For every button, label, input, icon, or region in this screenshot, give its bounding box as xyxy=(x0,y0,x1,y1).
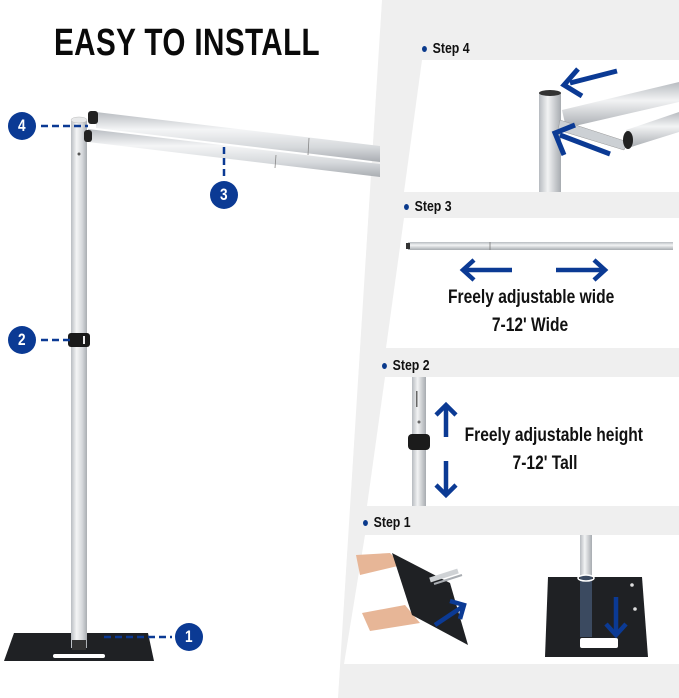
step-3-label: Step 3 xyxy=(404,198,452,215)
bullet-dot-icon xyxy=(363,519,368,526)
step-4-label: Step 4 xyxy=(422,40,470,57)
step-2-caption-line2: 7-12' Tall xyxy=(512,453,578,474)
step-3-crossbar-image xyxy=(406,242,673,282)
callout-badge-3: 3 xyxy=(211,182,237,208)
step-1-label: Step 1 xyxy=(363,514,411,531)
bullet-dot-icon xyxy=(382,362,387,369)
step-1-base-image xyxy=(356,535,648,657)
callout-badge-4: 4 xyxy=(9,113,35,139)
step-2-label: Step 2 xyxy=(382,357,430,374)
bullet-dot-icon xyxy=(404,203,409,210)
step-2-caption-line1: Freely adjustable height xyxy=(464,425,643,446)
step-4-joint-image xyxy=(539,67,679,192)
callout-badge-1: 1 xyxy=(176,624,202,650)
page-title: EASY TO INSTALL xyxy=(54,22,321,64)
backdrop-stand-illustration xyxy=(4,111,380,661)
callout-badge-2: 2 xyxy=(9,327,35,353)
step-3-caption-line2: 7-12' Wide xyxy=(491,315,569,336)
bullet-dot-icon xyxy=(422,45,427,52)
step-3-caption-line1: Freely adjustable wide xyxy=(448,287,615,308)
step-2-pole-image xyxy=(408,377,458,506)
